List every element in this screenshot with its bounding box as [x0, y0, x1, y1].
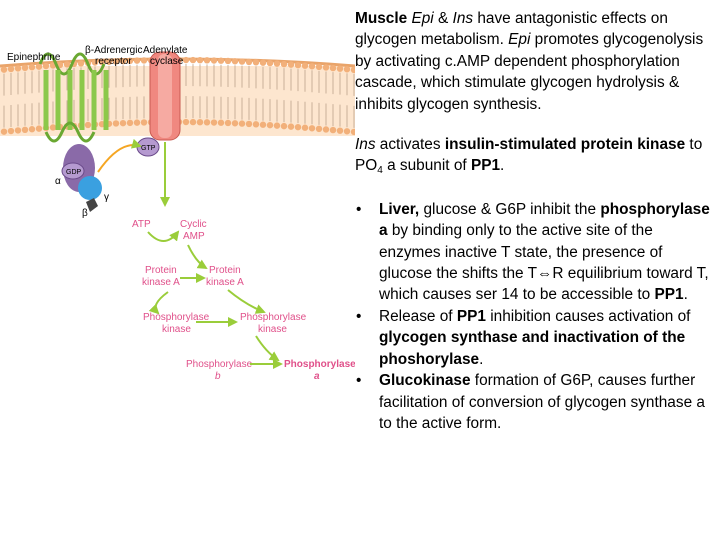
- bullet-glucokinase: •Glucokinase formation of G6P, causes fu…: [356, 372, 705, 432]
- phk-right-line1: Phosphorylase: [240, 312, 307, 323]
- gdp-label: GDP: [66, 169, 82, 176]
- bullet-dot: •: [356, 307, 362, 325]
- phk-left-line1: Phosphorylase: [143, 312, 210, 323]
- bullet-pp1: •Release of PP1 inhibition causes activa…: [356, 307, 691, 368]
- alpha-label: α: [55, 176, 61, 187]
- gtp-label: GTP: [141, 145, 156, 152]
- bullet-liver: •Liver, glucose & G6P inhibit the phosph…: [356, 200, 710, 304]
- pka-left-line1: Protein: [145, 265, 177, 276]
- phb-line1: Phosphorylase: [186, 359, 253, 370]
- pka-right-line2: kinase A: [206, 277, 244, 288]
- bullet-dot: •: [356, 372, 362, 390]
- bullet-dot: •: [356, 200, 362, 218]
- cascade-arrows: [147, 142, 283, 369]
- phk-right-line2: kinase: [258, 324, 287, 335]
- beta-adrenergic-receptor: [38, 52, 109, 143]
- phb-line2: b: [215, 371, 221, 382]
- gamma-label: γ: [104, 192, 109, 203]
- pka-left-line2: kinase A: [142, 277, 180, 288]
- camp-label-line1: Cyclic: [180, 219, 207, 230]
- pha-line2: a: [314, 371, 320, 382]
- epinephrine-label: Epinephrine: [7, 52, 61, 63]
- atp-label: ATP: [132, 219, 151, 230]
- camp-label-line2: AMP: [183, 231, 205, 242]
- receptor-label-line2: receptor: [95, 56, 132, 67]
- paragraph-muscle: Muscle Epi & Ins have antagonistic effec…: [355, 10, 704, 113]
- receptor-label-line1: β-Adrenergic: [85, 45, 142, 56]
- paragraph-insulin: Ins activates insulin-stimulated protein…: [355, 136, 703, 177]
- bullet-list: •Liver, glucose & G6P inhibit the phosph…: [355, 199, 715, 434]
- phk-left-line2: kinase: [162, 324, 191, 335]
- adenylate-cyclase-protein: [149, 51, 181, 141]
- explanation-text: Muscle Epi & Ins have antagonistic effec…: [355, 8, 715, 434]
- g-protein-complex: [61, 137, 160, 212]
- beta-label: β: [82, 208, 88, 219]
- pka-right-line1: Protein: [209, 265, 241, 276]
- cyclase-label-line1: Adenylate: [143, 45, 188, 56]
- cyclase-label-line2: cyclase: [150, 56, 184, 67]
- signaling-cascade-diagram: Epinephrine β-Adrenergic receptor Adenyl…: [0, 45, 355, 382]
- pha-line1: Phosphorylase: [284, 359, 355, 370]
